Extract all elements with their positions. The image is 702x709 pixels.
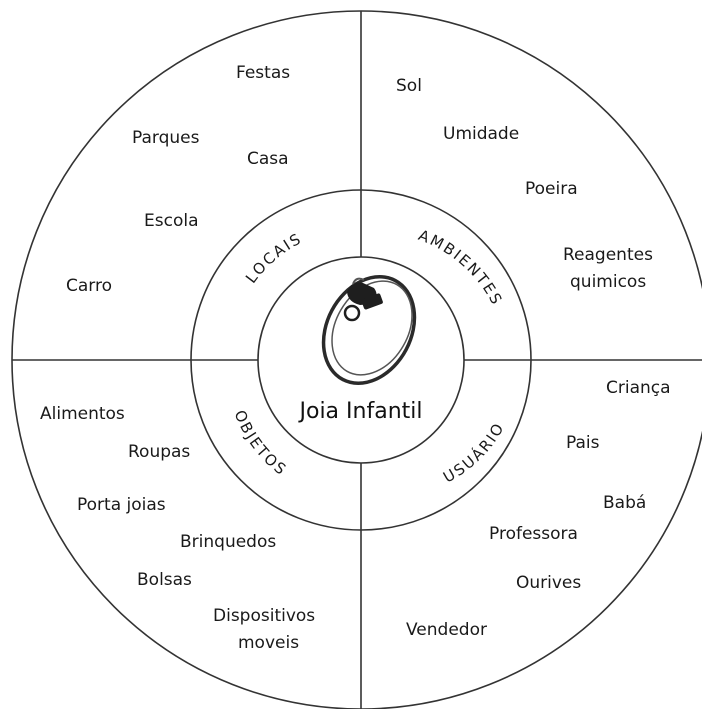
ring-label-usuario: USUÁRIO <box>440 419 508 487</box>
item-ourives: Ourives <box>516 573 581 593</box>
item-vendedor: Vendedor <box>406 620 487 640</box>
item-brinquedos: Brinquedos <box>180 532 276 552</box>
item-carro: Carro <box>66 276 112 296</box>
item-quimicos: quimicos <box>570 272 646 292</box>
item-escola: Escola <box>144 211 199 231</box>
item-pais: Pais <box>566 433 600 453</box>
item-roupas: Roupas <box>128 442 190 462</box>
item-parques: Parques <box>132 128 200 148</box>
item-umidade: Umidade <box>443 124 519 144</box>
item-baba: Babá <box>603 493 646 513</box>
ring-label-locais: LOCAIS <box>242 229 305 286</box>
center-title: Joia Infantil <box>298 399 423 424</box>
item-festas: Festas <box>236 63 290 83</box>
item-sol: Sol <box>396 76 422 96</box>
item-casa: Casa <box>247 149 289 169</box>
item-bolsas: Bolsas <box>137 570 192 590</box>
pacifier-necklace-icon <box>321 275 417 385</box>
ring-label-objetos: OBJETOS <box>231 408 291 480</box>
item-moveis: moveis <box>238 633 299 653</box>
item-dispositivos: Dispositivos <box>213 606 315 626</box>
item-porta-joias: Porta joias <box>77 495 166 515</box>
item-professora: Professora <box>489 524 578 544</box>
item-alimentos: Alimentos <box>40 404 125 424</box>
item-poeira: Poeira <box>525 179 578 199</box>
item-crianca: Criança <box>606 378 671 398</box>
ring-label-ambientes: AMBIENTES <box>416 226 506 309</box>
item-reagentes: Reagentes <box>563 245 653 265</box>
